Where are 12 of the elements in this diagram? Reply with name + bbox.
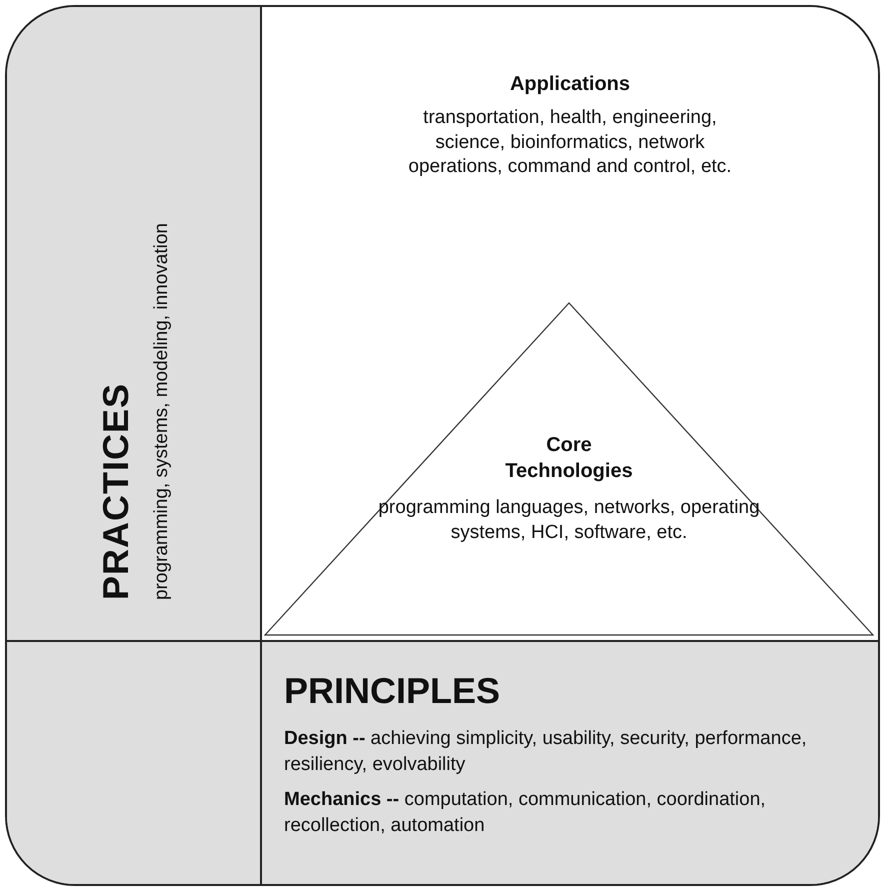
panel-heading: PRINCIPLES bbox=[284, 670, 502, 712]
panel-description: programming, systems, modeling, innovation bbox=[150, 222, 172, 600]
triangle-heading: Core Technologies bbox=[504, 433, 634, 484]
panel-heading: PRACTICES bbox=[94, 382, 136, 600]
principles-panel bbox=[262, 640, 878, 884]
panel-description: transportation, health, engineering, science, bioinformatics, network operations, command and control, etc. bbox=[407, 106, 733, 180]
core-technologies-triangle bbox=[264, 302, 874, 636]
principle-text: Design -- achieving simplicity, usability, security, performance, resiliency, evolvability bbox=[284, 727, 808, 777]
practices-panel bbox=[7, 7, 262, 640]
panel-heading: Applications bbox=[510, 73, 630, 96]
triangle-description: programming languages, networks, operating systems, HCI, software, etc. bbox=[377, 496, 761, 545]
principle-text: Mechanics -- computation, communication, coordination, recollection, automation bbox=[284, 788, 767, 838]
